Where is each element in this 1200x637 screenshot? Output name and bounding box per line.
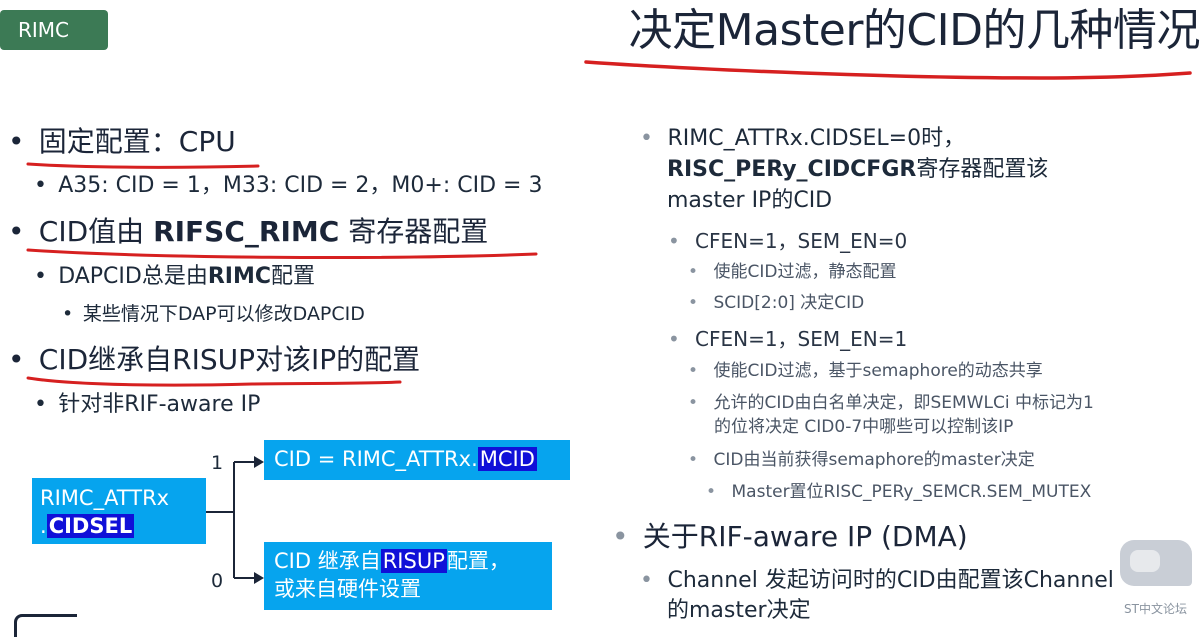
- bullet-dot: •: [688, 450, 699, 470]
- bullet-dapcid: • DAPCID总是由RIMC配置: [34, 263, 315, 291]
- bullet-text: Channel 发起访问时的CID由配置该Channel: [667, 568, 1114, 593]
- bullet-dot: •: [688, 262, 699, 282]
- right-cidcfgr: RISC_PERy_CIDCFGR寄存器配置该: [667, 155, 1048, 184]
- bullet-dot: •: [8, 125, 25, 158]
- bullet-text: 某些情况下DAP可以修改DAPCID: [82, 303, 365, 325]
- right-master-ip: master IP的CID: [667, 188, 833, 213]
- bullet-dot: •: [8, 215, 25, 248]
- bullet-risup-inherit: • CID继承自RISUP对该IP的配置: [8, 342, 420, 378]
- bullet-text: 使能CID过滤，基于semaphore的动态共享: [713, 361, 1043, 381]
- cidsel-dot: .: [40, 514, 47, 538]
- right-sem-en-0: • CFEN=1，SEM_EN=0: [668, 228, 907, 254]
- risup-line1: CID 继承自RISUP配置，: [274, 547, 552, 575]
- bullet-text: CID由当前获得semaphore的master决定: [713, 450, 1035, 470]
- right-semaphore-master: • CID由当前获得semaphore的master决定: [688, 449, 1035, 472]
- slide-title: 决定Master的CID的几种情况: [628, 5, 1200, 56]
- bullet-rimc-config: • CID值由 RIFSC_RIMC 寄存器配置: [8, 214, 488, 250]
- bullet-text: CFEN=1，SEM_EN=1: [695, 327, 908, 351]
- cidcfgr-bold: RISC_PERy_CIDCFGR: [667, 157, 917, 182]
- bullet-dot: •: [8, 343, 25, 376]
- bullet-dot: •: [688, 361, 699, 381]
- bullet-text: A35: CID = 1，M33: CID = 2，M0+: CID = 3: [58, 173, 543, 198]
- bullet-dot: •: [640, 126, 653, 151]
- bullet-text: CID继承自RISUP对该IP的配置: [38, 343, 421, 376]
- cidsel-highlight: CIDSEL: [46, 514, 135, 538]
- bullet-dot: •: [34, 264, 47, 289]
- bullet-text-bold: RIFSC_RIMC: [153, 215, 340, 248]
- bullet-dot: •: [640, 568, 653, 593]
- bullet-dot: •: [706, 482, 717, 502]
- right-channel-cid: • Channel 发起访问时的CID由配置该Channel: [640, 566, 1114, 595]
- bullet-text-post: 寄存器配置: [339, 215, 489, 248]
- bullet-fixed-config: • 固定配置：CPU: [8, 124, 236, 160]
- right-sem-mutex: • Master置位RISC_PERy_SEMCR.SEM_MUTEX: [706, 481, 1091, 504]
- cidsel-line2: .CIDSEL: [40, 512, 206, 540]
- bullet-dot: •: [34, 173, 47, 198]
- risup-text-pre: CID 继承自: [274, 549, 381, 573]
- bullet-dot: •: [668, 229, 680, 253]
- title-underline: [584, 60, 1192, 80]
- bullet-dot: •: [62, 303, 74, 325]
- bullet-cpu-cids: • A35: CID = 1，M33: CID = 2，M0+: CID = 3: [34, 172, 542, 200]
- bullet-text: Master置位RISC_PERy_SEMCR.SEM_MUTEX: [731, 482, 1092, 502]
- risup-box: CID 继承自RISUP配置， 或来自硬件设置: [264, 542, 552, 610]
- risup-line2: 或来自硬件设置: [274, 577, 421, 601]
- bullet-text-bold: RIMC: [207, 264, 272, 289]
- mcid-highlight: MCID: [477, 447, 537, 471]
- bullet-text-pre: CID值由: [38, 215, 154, 248]
- bullet-text: 允许的CID由白名单决定，即SEMWLCi 中标记为1: [713, 393, 1094, 413]
- cidsel-line1: RIMC_ATTRx: [40, 486, 170, 510]
- forum-watermark: ST中文论坛: [1124, 602, 1187, 616]
- bullet-dap-modify: • 某些情况下DAP可以修改DAPCID: [62, 302, 365, 327]
- right-whitelist: • 允许的CID由白名单决定，即SEMWLCi 中标记为1: [688, 392, 1094, 415]
- cidsel-box: RIMC_ATTRx .CIDSEL: [32, 478, 206, 544]
- right-static-config: • 使能CID过滤，静态配置: [688, 261, 896, 284]
- right-sem-en-1: • CFEN=1，SEM_EN=1: [668, 326, 907, 352]
- cidsel-connector: [206, 456, 264, 584]
- bullet-text-post: 配置: [271, 264, 316, 289]
- forum-logo-icon: [1120, 540, 1192, 586]
- bullet-text: 使能CID过滤，静态配置: [713, 262, 897, 282]
- bullet-text: 固定配置：CPU: [38, 125, 236, 158]
- bullet-non-rif-aware: • 针对非RIF-aware IP: [34, 391, 260, 419]
- right-rif-aware-dma: • 关于RIF-aware IP (DMA): [612, 519, 968, 555]
- bullet-text: 关于RIF-aware IP (DMA): [642, 520, 968, 553]
- cidcfgr-post: 寄存器配置该: [916, 157, 1049, 182]
- branch-label-one: 1: [211, 452, 224, 474]
- bullet-text: SCID[2:0] 决定CID: [713, 293, 865, 313]
- branch-label-zero: 0: [211, 570, 224, 592]
- bullet-dot: •: [34, 392, 47, 417]
- bullet-text: 针对非RIF-aware IP: [58, 392, 261, 417]
- right-cidsel-zero: • RIMC_ATTRx.CIDSEL=0时，: [640, 124, 965, 153]
- bullet-dot: •: [688, 393, 699, 413]
- risup-highlight: RISUP: [380, 549, 447, 573]
- bullet-text: RIMC_ATTRx.CIDSEL=0时，: [667, 126, 966, 151]
- right-channel-master: 的master决定: [667, 598, 811, 623]
- right-scid: • SCID[2:0] 决定CID: [688, 292, 864, 315]
- right-whitelist-cont: 的位将决定 CID0-7中哪些可以控制该IP: [714, 417, 1014, 437]
- bullet-dot: •: [612, 520, 629, 553]
- bullet-dot: •: [668, 327, 680, 351]
- bullet-text: CFEN=1，SEM_EN=0: [695, 229, 908, 253]
- section-tag: RIMC: [0, 10, 108, 50]
- bullet-text-pre: DAPCID总是由: [58, 264, 208, 289]
- mcid-box: CID = RIMC_ATTRx.MCID: [264, 440, 570, 480]
- risup-text-post: 配置，: [446, 549, 510, 573]
- mcid-text: CID = RIMC_ATTRx.: [274, 447, 478, 471]
- bullet-dot: •: [688, 293, 699, 313]
- right-semaphore-sharing: • 使能CID过滤，基于semaphore的动态共享: [688, 360, 1043, 383]
